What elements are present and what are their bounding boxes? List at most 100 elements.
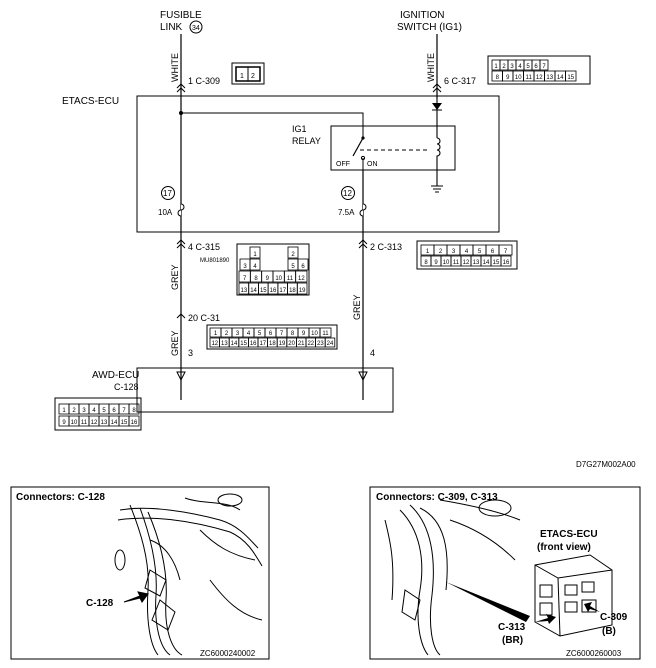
c128-pin-number: 13 xyxy=(101,420,108,426)
c313-pin-number: 6 xyxy=(491,249,495,255)
c315-pin-number: 9 xyxy=(266,276,270,282)
c317-pin-cell xyxy=(539,59,549,71)
c128-pin-number: 12 xyxy=(91,420,98,426)
ig1-relay-box xyxy=(330,125,456,171)
c128-pin-number: 6 xyxy=(112,408,116,414)
c313-pin-number: 11 xyxy=(453,260,460,266)
c315-pin-number: 11 xyxy=(287,276,294,282)
c309-terminal-mark xyxy=(176,83,186,93)
c31-pin-number: 23 xyxy=(317,341,324,347)
c128-pin-cell xyxy=(128,403,140,415)
c31-pin-number: 20 xyxy=(288,341,295,347)
relay-coil xyxy=(436,98,441,186)
left-connector-panel xyxy=(10,486,270,660)
c317-pin-cell xyxy=(565,70,577,82)
c313-pin-label: 2 C-313 xyxy=(370,242,402,252)
awd-pin-right: 4 xyxy=(370,348,375,358)
relay-off-label: OFF xyxy=(336,161,350,168)
c315-pin-number: 15 xyxy=(260,288,267,294)
awd-ecu-connector-label: C-128 xyxy=(114,382,139,392)
c128-pin-number: 5 xyxy=(102,408,106,414)
c313-pin-number: 13 xyxy=(473,260,480,266)
c313-pin-number: 15 xyxy=(493,260,500,266)
ignition-switch-label-2: SWITCH (IG1) xyxy=(397,22,462,33)
c317-pin-number: 10 xyxy=(515,75,522,81)
awd-terminal-left xyxy=(176,371,186,382)
ground-icon xyxy=(431,185,443,193)
right-pointer-wedge xyxy=(446,582,530,622)
c313-pin-number: 8 xyxy=(424,260,428,266)
left-harness-illustration xyxy=(114,493,263,656)
c313-pin-number: 5 xyxy=(478,249,482,255)
c315-pin-number: 19 xyxy=(299,288,306,294)
c31-pin-number: 19 xyxy=(279,341,286,347)
c315-pin-number: 2 xyxy=(291,252,295,258)
relay-contact-pivot xyxy=(361,136,365,140)
c309-callout-arrow xyxy=(584,602,600,612)
c31-pin-number: 21 xyxy=(298,341,305,347)
c31-pin-number: 6 xyxy=(269,331,273,337)
c317-pin-number: 5 xyxy=(526,64,530,70)
c315-pin-number: 6 xyxy=(301,264,305,270)
c313-pin-cell xyxy=(498,244,513,256)
c31-pin-number: 3 xyxy=(236,331,240,337)
c128-pin-number: 7 xyxy=(122,408,126,414)
c31-pin-cell xyxy=(324,337,336,348)
awd-ecu-box xyxy=(136,367,394,413)
c31-pin-number: 9 xyxy=(302,331,306,337)
fuse-17-number: 17 xyxy=(163,189,172,198)
right-connector-panel xyxy=(369,486,641,660)
splice-point xyxy=(179,111,183,115)
c31-pin-number: 24 xyxy=(327,341,334,347)
c317-pin-number: 14 xyxy=(557,75,564,81)
fuse-12-circle xyxy=(341,186,355,200)
c313-terminal-mark xyxy=(358,239,368,249)
c315-pin-number: 16 xyxy=(270,288,277,294)
c313-callout-arrow xyxy=(535,614,556,624)
c128-pin-number: 10 xyxy=(71,420,78,426)
ig1-relay-label-1: IG1 xyxy=(292,124,307,134)
c31-pin-number: 5 xyxy=(258,331,262,337)
c313-pin-number: 16 xyxy=(503,260,510,266)
c317-pin-label: 6 C-317 xyxy=(444,76,476,86)
c31-pin-number: 1 xyxy=(214,331,218,337)
fusible-link-label-2: LINK xyxy=(160,22,183,33)
c128-pin-number: 14 xyxy=(111,420,118,426)
c128-pin-number: 16 xyxy=(131,420,138,426)
etacs-ecu-box xyxy=(136,95,500,233)
c315-pin-number: 3 xyxy=(243,264,247,270)
c313-pin-number: 14 xyxy=(483,260,490,266)
c128-pin-number: 11 xyxy=(81,420,88,426)
c313-pin-number: 10 xyxy=(443,260,450,266)
c315-pin-number: 10 xyxy=(275,276,282,282)
c313-pin-number: 4 xyxy=(465,249,469,255)
wire-color-grey-2: GREY xyxy=(170,330,180,356)
c315-pin-number: 8 xyxy=(254,276,258,282)
left-callout-arrow xyxy=(123,591,149,603)
left-callout-label: C-128 xyxy=(86,598,114,609)
c315-pin-number: 5 xyxy=(291,264,295,270)
diagram-code: D7G27M002A00 xyxy=(576,460,636,469)
c313-pin-cell xyxy=(500,255,512,267)
c317-pin-number: 1 xyxy=(494,64,498,70)
c128-pin-number: 4 xyxy=(92,408,96,414)
fuse-12-rating: 7.5A xyxy=(338,208,355,217)
c317-pin-number: 8 xyxy=(496,75,500,81)
c128-pin-number: 2 xyxy=(72,408,76,414)
svg-text:1: 1 xyxy=(240,73,244,80)
c315-pin-cell xyxy=(287,246,299,259)
c128-pin-number: 8 xyxy=(132,408,136,414)
c31-terminal-mark xyxy=(176,313,186,319)
c317-terminal-mark xyxy=(432,83,442,93)
c128-pin-number: 3 xyxy=(82,408,86,414)
wire-color-white-right: WHITE xyxy=(426,53,436,82)
c317-pin-number: 2 xyxy=(502,64,506,70)
c315-pin-number: 7 xyxy=(243,276,247,282)
c317-pin-number: 6 xyxy=(534,64,538,70)
awd-ecu-label: AWD-ECU xyxy=(92,370,139,381)
wire-color-grey-1: GREY xyxy=(170,264,180,290)
